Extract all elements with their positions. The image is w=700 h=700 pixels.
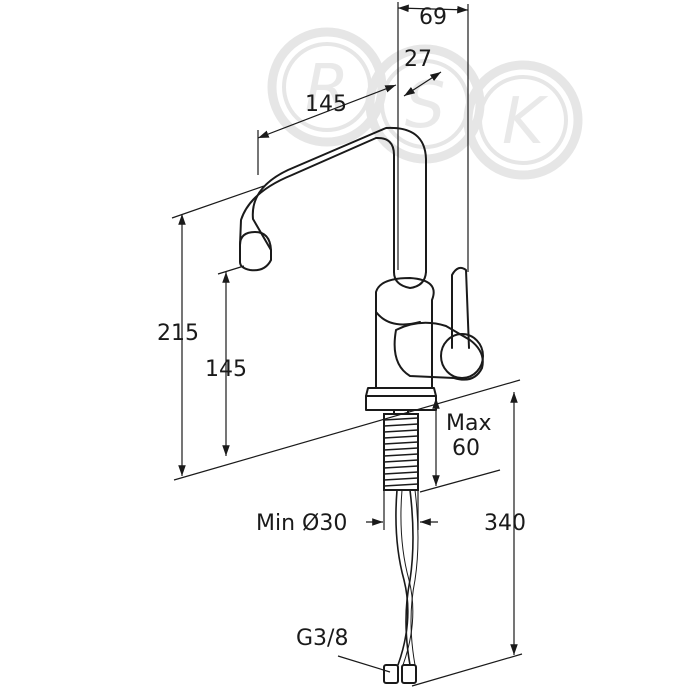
dim-label-max: Max [446,411,491,436]
body-cylinder [375,277,435,389]
handle-lever [451,266,470,349]
dim-label-69: 69 [419,5,447,30]
spout-outlet [239,231,272,272]
watermark-letter-k: K [502,85,549,159]
flex-hoses [383,489,419,684]
spout-outer-contour [239,136,395,273]
faucet-outline [239,126,484,411]
hose-left [395,489,409,666]
handle-knob-face [440,333,484,379]
dim-label-60: 60 [452,436,480,461]
dim-label-connection: G3/8 [296,626,348,651]
dimension-labels: 69 27 145 215 145 Max 60 Min Ø30 340 G3/… [157,5,526,651]
base-flange-top [365,387,437,397]
dim-label-340: 340 [484,511,526,536]
dim-label-min-hole: Min Ø30 [256,511,347,536]
threaded-shank [383,410,419,491]
handle-knob [393,321,484,381]
dim-label-145-height: 145 [205,357,247,382]
dim-label-145-reach: 145 [305,92,347,117]
dim-label-215: 215 [157,321,199,346]
dim-label-27: 27 [404,47,432,72]
dimension-lines [171,2,523,687]
hose-right [405,489,414,666]
spout-inner-contour [251,126,427,273]
body-front-curve [375,311,421,326]
